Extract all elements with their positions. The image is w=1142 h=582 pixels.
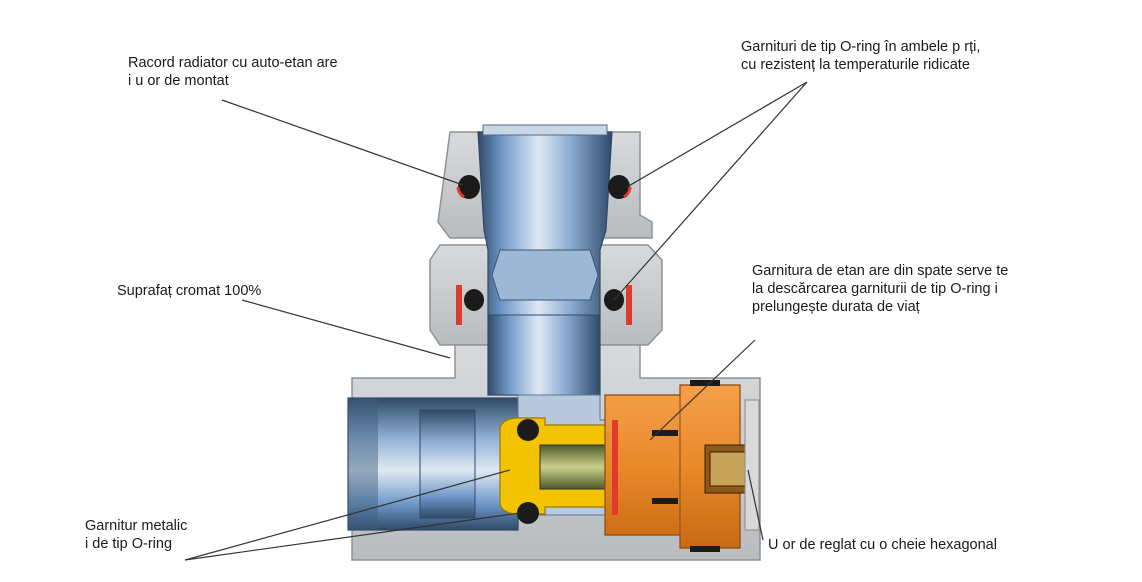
label-line: cu rezistenț la temperaturile ridicate — [741, 57, 970, 73]
label-back-seal: Garnitura de etan are din spate serve te… — [752, 262, 1008, 316]
label-line: Garnitur metalic — [85, 518, 188, 534]
chrome-tube — [477, 124, 613, 396]
label-line: prelungește durata de viaț — [752, 299, 920, 315]
label-line: Garnituri de tip O-ring în ambele p rți, — [741, 39, 981, 55]
leader-back-seal — [649, 339, 756, 441]
label-metal-gasket: Garnitur metalic i de tip O-ring — [85, 517, 187, 553]
leader-oring-left — [626, 81, 808, 188]
label-line: i u or de montat — [128, 73, 229, 89]
chrome-inlet — [347, 397, 519, 531]
label-line: i de tip O-ring — [85, 536, 173, 552]
orange-bonnet — [604, 384, 760, 549]
leader-radiator-coupling — [221, 99, 464, 186]
label-line: Racord radiator cu auto-etan are — [128, 55, 338, 71]
label-oring-both-sides: Garnituri de tip O-ring în ambele p rți,… — [741, 38, 980, 74]
label-hex-key: U or de reglat cu o cheie hexagonal — [768, 536, 997, 554]
leader-oring-right — [613, 81, 808, 301]
leader-hex-key — [747, 469, 764, 541]
label-line: Suprafaț cromat 100% — [117, 283, 262, 299]
leader-metal-gasket-2 — [184, 512, 521, 561]
label-line: U or de reglat cu o cheie hexagonal — [768, 537, 997, 553]
leader-chrome-surface — [241, 299, 451, 359]
label-radiator-coupling: Racord radiator cu auto-etan are i u or … — [128, 54, 338, 90]
leader-metal-gasket-1 — [184, 469, 511, 561]
label-line: la descărcarea garniturii de tip O-ring … — [752, 281, 998, 297]
leader-lines — [184, 81, 808, 561]
label-chrome-surface: Suprafaț cromat 100% — [117, 282, 261, 300]
label-line: Garnitura de etan are din spate serve te — [752, 263, 1009, 279]
